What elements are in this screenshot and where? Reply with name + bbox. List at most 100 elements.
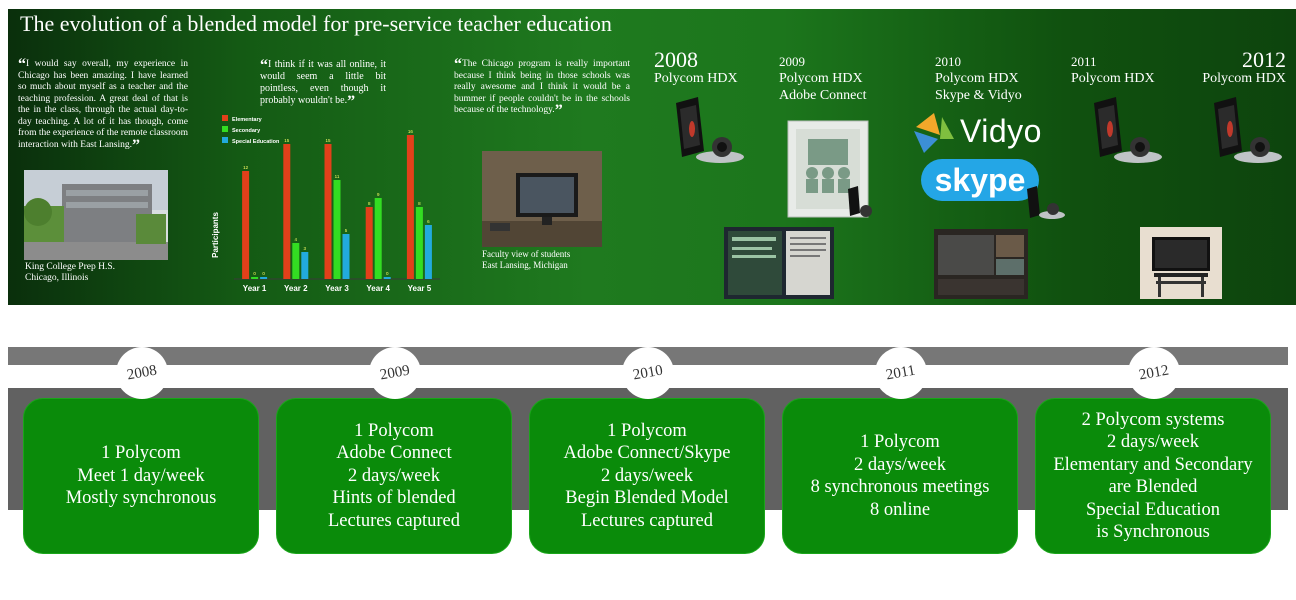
timeline-card-2011: 1 Polycom 2 days/week 8 synchronous meet… — [782, 398, 1018, 554]
timeline-line: Elementary and Secondary — [1053, 454, 1253, 475]
year-2009-tech2: Adobe Connect — [779, 88, 867, 103]
timeline-year: 2011 — [885, 362, 917, 383]
tv-cart-photo — [1140, 227, 1222, 299]
bar — [415, 207, 423, 279]
quote-1: “I would say overall, my experience in C… — [18, 57, 188, 154]
open-quote-mark: “ — [260, 57, 268, 74]
timeline-line: Hints of blended — [332, 488, 456, 509]
timeline-year-badge: 2011 — [875, 347, 927, 399]
adobe-connect-icon — [787, 120, 872, 218]
timeline-line: Adobe Connect/Skype — [563, 443, 731, 464]
data-label: 5 — [345, 228, 348, 233]
legend-swatch — [222, 126, 228, 132]
timeline-line: 2 days/week — [601, 465, 693, 486]
bar — [406, 135, 414, 279]
timeline-year: 2010 — [631, 362, 665, 383]
data-label: 9 — [377, 192, 380, 197]
legend-label: Secondary — [232, 128, 261, 134]
bar — [301, 252, 309, 279]
bar — [365, 207, 373, 279]
bar — [283, 144, 291, 279]
year-2010-tech1: Polycom HDX — [935, 71, 1019, 86]
year-2010-label: 2010 Polycom HDX Skype & Vidyo — [935, 53, 1022, 104]
quote-2-text: I think if it was all online, it would s… — [260, 59, 386, 106]
year-2008-label: 2008 Polycom HDX — [654, 49, 738, 87]
year-2010-tech2: Skype & Vidyo — [935, 88, 1022, 103]
adobe-connect-screenshot — [724, 227, 834, 299]
timeline-line: Meet 1 day/week — [77, 465, 205, 486]
data-label: 6 — [427, 219, 430, 224]
year-2011: 2011 — [1071, 54, 1097, 69]
data-label: 8 — [418, 201, 421, 206]
timeline-line: 1 Polycom — [354, 420, 434, 441]
timeline-year-badge: 2010 — [622, 347, 674, 399]
skype-wordmark: skype — [934, 162, 1026, 198]
close-quote-mark: ” — [554, 102, 563, 119]
x-tick-label: Year 5 — [408, 284, 432, 293]
timeline-line: Lectures captured — [581, 510, 713, 531]
data-label: 8 — [368, 201, 371, 206]
timeline-line: are Blended — [1108, 477, 1198, 497]
photo-caption-2-line1: Faculty view of students — [482, 249, 571, 259]
photo-caption-1-line1: King College Prep H.S. — [25, 262, 115, 272]
timeline-card-2010: 1 Polycom Adobe Connect/Skype 2 days/wee… — [529, 398, 765, 554]
close-quote-mark: ” — [347, 93, 356, 110]
year-2012: 2012 — [1242, 47, 1286, 72]
timeline-year: 2012 — [1137, 362, 1171, 383]
timeline-card-2009: 1 Polycom Adobe Connect 2 days/week Hint… — [276, 398, 512, 554]
x-tick-label: Year 1 — [243, 284, 267, 293]
timeline-card-2008: 1 Polycom Meet 1 day/week Mostly synchro… — [23, 398, 259, 554]
legend-swatch — [222, 137, 228, 143]
quote-1-text: I would say overall, my experience in Ch… — [18, 59, 188, 150]
polycom-hdx-icon — [1094, 97, 1162, 163]
timeline-line: 1 Polycom — [607, 420, 687, 441]
data-label: 15 — [284, 138, 290, 143]
year-2009-label: 2009 Polycom HDX Adobe Connect — [779, 53, 866, 104]
y-axis-label: Participants — [211, 212, 220, 258]
timeline-card-2012: 2 Polycom systems 2 days/week Elementary… — [1035, 398, 1271, 554]
timeline-line: 2 days/week — [348, 465, 440, 486]
year-2008-tech1: Polycom HDX — [654, 71, 738, 86]
school-building-photo — [24, 170, 168, 260]
year-2012-tech1: Polycom HDX — [1202, 71, 1286, 86]
timeline-line: 1 Polycom — [101, 443, 181, 464]
timeline-year-badge: 2008 — [116, 347, 168, 399]
classroom-tv-photo — [482, 151, 602, 247]
bar — [292, 243, 300, 279]
legend-swatch — [222, 115, 228, 121]
quote-3: “The Chicago program is really important… — [454, 56, 630, 119]
data-label: 11 — [335, 174, 340, 179]
skype-logo-icon: skype — [921, 159, 1039, 201]
year-2012-label: 2012 Polycom HDX — [1202, 49, 1286, 87]
photo-caption-2: Faculty view of students East Lansing, M… — [482, 249, 570, 271]
timeline-line: 2 days/week — [1107, 432, 1199, 452]
skype-session-screenshot — [934, 229, 1028, 299]
photo-caption-2-line2: East Lansing, Michigan — [482, 260, 568, 270]
open-quote-mark: “ — [454, 56, 462, 73]
banner-title: The evolution of a blended model for pre… — [20, 11, 612, 36]
timeline-line: 2 Polycom systems — [1081, 409, 1225, 430]
bar — [374, 198, 382, 279]
polycom-hdx-icon — [676, 97, 744, 163]
timeline-line: is Synchronous — [1096, 522, 1210, 542]
data-label: 4 — [295, 237, 298, 242]
bar — [260, 277, 268, 279]
data-label: 0 — [386, 271, 389, 276]
photo-caption-1: King College Prep H.S. Chicago, Illinois — [25, 262, 115, 284]
data-label: 0 — [262, 271, 265, 276]
bar — [342, 234, 350, 279]
x-tick-label: Year 2 — [284, 284, 308, 293]
year-2009-tech1: Polycom HDX — [779, 71, 863, 86]
bar — [383, 277, 391, 279]
timeline-year-badge: 2012 — [1128, 347, 1180, 399]
bar — [242, 171, 250, 279]
legend-label: Special Education — [232, 139, 280, 145]
bar — [324, 144, 332, 279]
close-quote-mark: ” — [131, 136, 140, 154]
quote-3-text: The Chicago program is really important … — [454, 59, 630, 115]
year-2011-label: 2011 Polycom HDX — [1071, 53, 1155, 87]
vidyo-logo-icon — [914, 113, 954, 153]
x-tick-label: Year 3 — [325, 284, 349, 293]
timeline-year-badge: 2009 — [369, 347, 421, 399]
